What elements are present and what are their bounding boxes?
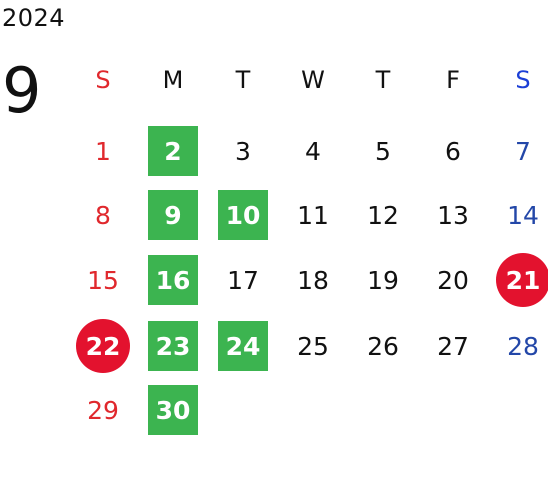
day-cell: 14 [488,189,548,241]
day-number: 7 [515,136,531,166]
empty-day-cell [418,384,488,436]
day-cell: 27 [418,320,488,372]
day-number: 5 [375,136,391,166]
empty-day-cell [208,384,278,436]
day-cell: 29 [68,384,138,436]
empty-day-cell [348,384,418,436]
day-cell: 9 [138,189,208,241]
day-number: 4 [305,136,321,166]
day-cell: 26 [348,320,418,372]
day-number: 22 [85,331,121,361]
weekday-header-thursday: T [375,66,391,94]
day-cell: 11 [278,189,348,241]
day-number: 11 [297,200,329,230]
day-number: 29 [87,395,119,425]
day-number: 9 [164,200,182,230]
day-number: 24 [225,331,261,361]
day-number: 8 [95,200,111,230]
day-number: 1 [95,136,111,166]
month-number: 9 [2,54,42,127]
day-cell: 3 [208,125,278,177]
highlight-square [148,321,198,371]
day-cell: 24 [208,320,278,372]
weekday-header-saturday: S [515,66,531,94]
day-number: 26 [367,331,399,361]
year-label: 2024 [2,4,66,32]
day-number: 10 [225,200,261,230]
day-cell: 8 [68,189,138,241]
day-number: 28 [507,331,539,361]
day-cell: 30 [138,384,208,436]
weekday-header-monday: M [162,66,184,94]
day-cell: 7 [488,125,548,177]
day-number: 12 [367,200,399,230]
day-number: 30 [155,395,191,425]
day-cell: 18 [278,254,348,306]
day-cell: 4 [278,125,348,177]
weekday-header-sunday: S [95,66,111,94]
empty-day-cell [278,384,348,436]
highlight-square [148,126,198,176]
day-number: 19 [367,265,399,295]
day-number: 17 [227,265,259,295]
day-cell: 13 [418,189,488,241]
day-cell: 28 [488,320,548,372]
day-cell: 5 [348,125,418,177]
highlight-square [148,255,198,305]
day-number: 13 [437,200,469,230]
weekday-header-tuesday: T [235,66,251,94]
highlight-square [218,321,268,371]
day-cell: 22 [68,319,138,373]
holiday-circle [76,319,130,373]
day-number: 21 [505,265,541,295]
day-cell: 2 [138,125,208,177]
weekday-header-wednesday: W [301,66,325,94]
day-cell: 10 [208,189,278,241]
day-cell: 20 [418,254,488,306]
empty-day-cell [488,384,548,436]
day-cell: 25 [278,320,348,372]
day-number: 25 [297,331,329,361]
highlight-square [218,190,268,240]
day-number: 6 [445,136,461,166]
day-number: 18 [297,265,329,295]
day-cell: 17 [208,254,278,306]
highlight-square [148,385,198,435]
day-cell: 19 [348,254,418,306]
day-cell: 15 [68,254,138,306]
day-cell: 23 [138,320,208,372]
day-cell: 16 [138,254,208,306]
day-number: 2 [164,136,182,166]
day-number: 23 [155,331,191,361]
day-cell: 12 [348,189,418,241]
day-number: 15 [87,265,119,295]
day-cell: 21 [488,253,548,307]
day-number: 3 [235,136,251,166]
highlight-square [148,190,198,240]
holiday-circle [496,253,548,307]
day-number: 27 [437,331,469,361]
weekday-header-friday: F [446,66,460,94]
day-number: 14 [507,200,539,230]
day-cell: 6 [418,125,488,177]
day-cell: 1 [68,125,138,177]
day-number: 16 [155,265,191,295]
day-number: 20 [437,265,469,295]
